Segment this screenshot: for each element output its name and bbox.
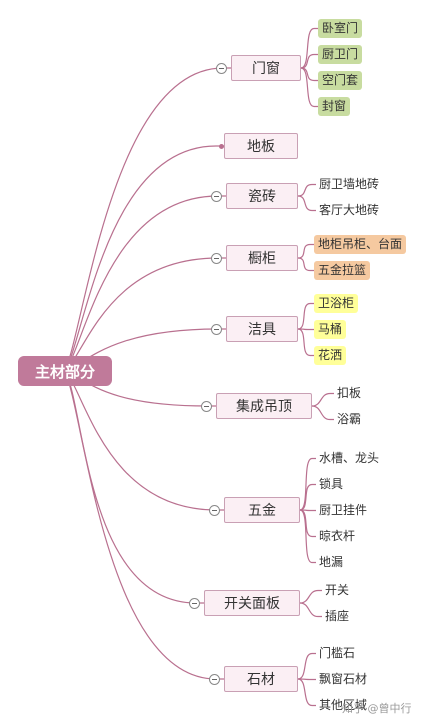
branch-node[interactable]: 地板 [224, 133, 298, 159]
leaf-connector [300, 53, 318, 69]
leaf-node[interactable]: 卫浴柜 [314, 294, 359, 313]
branch-connector [64, 195, 226, 372]
leaf-connector [297, 652, 316, 680]
leaf-connector [297, 328, 314, 331]
leaf-connector [311, 405, 334, 421]
branch-node[interactable]: 瓷砖 [226, 183, 298, 209]
leaf-node[interactable]: 地漏 [319, 555, 344, 569]
leaf-node[interactable]: 锁具 [319, 477, 344, 491]
branch-node[interactable]: 五金 [224, 497, 300, 523]
branch-node[interactable]: 开关面板 [204, 590, 300, 616]
leaf-node[interactable]: 客厅大地砖 [319, 203, 380, 217]
leaf-node[interactable]: 水槽、龙头 [319, 451, 380, 465]
leaf-connector [297, 328, 314, 357]
connector-dot-icon [219, 143, 224, 149]
leaf-node[interactable]: 地柜吊柜、台面 [314, 235, 407, 254]
leaf-node[interactable]: 五金拉篮 [314, 261, 371, 280]
leaf-connector [297, 678, 316, 681]
leaf-connector [299, 589, 322, 604]
leaf-node[interactable]: 厨卫门 [318, 45, 363, 64]
leaf-connector [297, 195, 316, 212]
branch-node[interactable]: 门窗 [231, 55, 301, 81]
leaf-node[interactable]: 厨卫墙地砖 [319, 177, 380, 191]
leaf-node[interactable]: 晾衣杆 [319, 529, 356, 543]
leaf-node[interactable]: 浴霸 [337, 412, 362, 426]
collapse-toggle-icon[interactable] [211, 252, 222, 264]
collapse-toggle-icon[interactable] [211, 190, 222, 202]
leaf-connector [299, 509, 316, 564]
collapse-toggle-icon[interactable] [216, 62, 227, 74]
branch-connector [64, 370, 224, 511]
leaf-node[interactable]: 开关 [325, 583, 350, 597]
leaf-connector [297, 243, 314, 259]
leaf-node[interactable]: 马桶 [314, 320, 347, 339]
leaf-connector [300, 67, 318, 108]
watermark: 知乎 @曾中行 [342, 702, 412, 715]
leaf-connector [297, 183, 316, 197]
collapse-toggle-icon[interactable] [201, 400, 212, 412]
root-node[interactable]: 主材部分 [18, 356, 112, 386]
leaf-connector [299, 483, 316, 511]
leaf-connector [299, 509, 316, 512]
leaf-connector [297, 678, 316, 707]
branch-node[interactable]: 集成吊顶 [216, 393, 312, 419]
leaf-connector [299, 457, 316, 511]
branch-connector [64, 370, 224, 680]
leaf-connector [297, 302, 314, 330]
leaf-connector [297, 257, 314, 272]
leaf-node[interactable]: 飘窗石材 [319, 672, 368, 686]
branch-connector [64, 67, 231, 372]
leaf-node[interactable]: 插座 [325, 609, 350, 623]
leaf-connector [311, 392, 334, 407]
branch-connector [64, 145, 224, 372]
leaf-node[interactable]: 门槛石 [319, 646, 356, 660]
collapse-toggle-icon[interactable] [189, 597, 200, 609]
leaf-node[interactable]: 卧室门 [318, 19, 363, 38]
leaf-node[interactable]: 花洒 [314, 346, 347, 365]
leaf-connector [300, 27, 318, 69]
leaf-connector [299, 602, 322, 618]
leaf-node[interactable]: 扣板 [337, 386, 362, 400]
branch-node[interactable]: 石材 [224, 666, 298, 692]
leaf-node[interactable]: 空门套 [318, 71, 363, 90]
collapse-toggle-icon[interactable] [211, 323, 222, 335]
collapse-toggle-icon[interactable] [209, 673, 220, 685]
collapse-toggle-icon[interactable] [209, 504, 220, 516]
leaf-node[interactable]: 封窗 [318, 97, 351, 116]
branch-node[interactable]: 洁具 [226, 316, 298, 342]
leaf-node[interactable]: 厨卫挂件 [319, 503, 368, 517]
branch-connector [64, 370, 204, 604]
leaf-connector [299, 509, 316, 538]
branch-node[interactable]: 橱柜 [226, 245, 298, 271]
leaf-node[interactable]: 其他区域 [319, 698, 368, 712]
